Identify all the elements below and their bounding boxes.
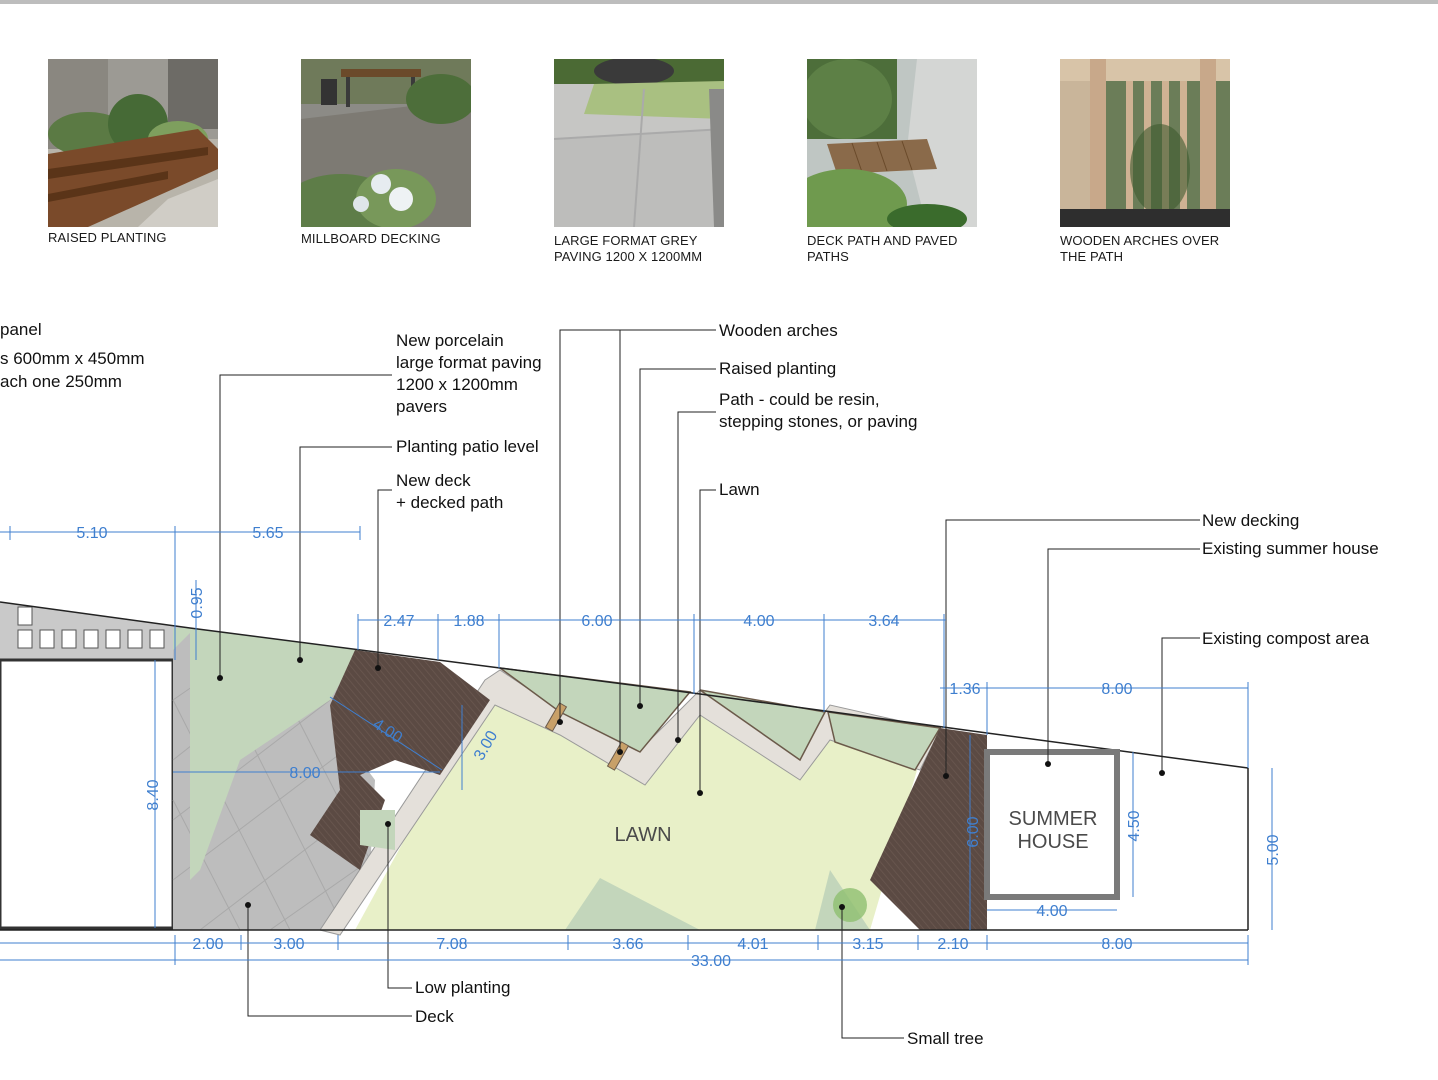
dim-sh-400: 4.00 bbox=[1036, 903, 1067, 920]
wall-blocks bbox=[17, 606, 165, 649]
raised-planting-bed-2 bbox=[699, 689, 827, 762]
summer-house-label-1: SUMMER bbox=[1009, 808, 1098, 830]
deck-path-photo bbox=[807, 59, 977, 227]
label-panel-3: ach one 250mm bbox=[0, 372, 122, 391]
dim-mid-5: 3.64 bbox=[868, 613, 899, 630]
label-path-1: Path - could be resin, bbox=[719, 390, 880, 409]
photo-caption-raised-planting: RAISED PLANTING bbox=[48, 230, 167, 245]
boundary-line bbox=[0, 601, 1249, 769]
label-compost: Existing compost area bbox=[1202, 629, 1370, 648]
grey-paving-photo bbox=[554, 59, 724, 227]
millboard-decking-photo bbox=[301, 59, 471, 227]
dim-top-2: 5.65 bbox=[252, 525, 283, 542]
dim-mid-1: 2.47 bbox=[383, 613, 414, 630]
dim-mid-4: 4.00 bbox=[743, 613, 774, 630]
label-raised-planting: Raised planting bbox=[719, 359, 836, 378]
dim-mid-2: 1.88 bbox=[453, 613, 484, 630]
house-outline bbox=[0, 658, 175, 930]
callout-leaders bbox=[219, 329, 1200, 1039]
wooden-arch-2 bbox=[606, 741, 630, 771]
label-porcelain-1: New porcelain bbox=[396, 331, 504, 350]
dim-095: 0.95 bbox=[189, 587, 206, 618]
top-border bbox=[0, 0, 1438, 4]
dim-136: 1.36 bbox=[949, 681, 980, 698]
label-new-deck-2: + decked path bbox=[396, 493, 503, 512]
label-porcelain-2: large format paving bbox=[396, 353, 542, 372]
label-porcelain-3: 1200 x 1200mm bbox=[396, 375, 518, 394]
dim-bottom-6: 3.15 bbox=[852, 936, 883, 953]
wooden-arch-1 bbox=[544, 702, 568, 732]
label-path-2: stepping stones, or paving bbox=[719, 412, 917, 431]
dim-bottom-7: 2.10 bbox=[937, 936, 968, 953]
dim-bottom-1: 2.00 bbox=[192, 936, 223, 953]
dim-500: 5.00 bbox=[1265, 834, 1282, 865]
low-planting-patch bbox=[565, 878, 700, 930]
dim-bottom-2: 3.00 bbox=[273, 936, 304, 953]
dim-bottom-5: 4.01 bbox=[737, 936, 768, 953]
dim-bottom-8: 8.00 bbox=[1101, 936, 1132, 953]
label-low-planting: Low planting bbox=[415, 978, 510, 997]
raised-planting-bed-3 bbox=[827, 711, 942, 771]
dim-patio-800: 8.00 bbox=[289, 765, 320, 782]
dim-sh-450: 4.50 bbox=[1126, 810, 1143, 841]
wooden-arches-photo bbox=[1060, 59, 1230, 227]
dim-800-top: 8.00 bbox=[1101, 681, 1132, 698]
raised-planting-photo bbox=[48, 59, 218, 227]
label-new-decking: New decking bbox=[1202, 511, 1299, 530]
photo-caption-millboard-decking: MILLBOARD DECKING bbox=[301, 231, 441, 246]
label-summer-house-callout: Existing summer house bbox=[1202, 539, 1379, 558]
label-small-tree: Small tree bbox=[907, 1029, 984, 1048]
lawn-area-label: LAWN bbox=[614, 824, 671, 846]
label-wooden-arches: Wooden arches bbox=[719, 321, 838, 340]
planting-patio-level bbox=[190, 628, 360, 880]
dimension-lines bbox=[0, 526, 1273, 965]
dim-mid-3: 6.00 bbox=[581, 613, 612, 630]
dim-840: 8.40 bbox=[145, 779, 162, 810]
small-tree bbox=[833, 888, 867, 922]
label-deck: Deck bbox=[415, 1007, 454, 1026]
label-new-deck-1: New deck bbox=[396, 471, 471, 490]
label-panel-2: s 600mm x 450mm bbox=[0, 349, 145, 368]
label-lawn-callout: Lawn bbox=[719, 480, 760, 499]
photo-caption-grey-paving: LARGE FORMAT GREY PAVING 1200 X 1200MM bbox=[554, 233, 703, 264]
callout-panel: panel s 600mm x 450mm ach one 250mm bbox=[0, 320, 145, 391]
dim-bottom-4: 3.66 bbox=[612, 936, 643, 953]
dim-total: 33.00 bbox=[691, 953, 731, 970]
summer-house-label-2: HOUSE bbox=[1017, 831, 1088, 853]
dim-top-1: 5.10 bbox=[76, 525, 107, 542]
photo-caption-deck-path: DECK PATH AND PAVED PATHS bbox=[807, 233, 958, 264]
label-porcelain-4: pavers bbox=[396, 397, 447, 416]
new-deck bbox=[310, 650, 490, 870]
label-panel-1: panel bbox=[0, 320, 42, 339]
callout-porcelain: New porcelain large format paving 1200 x… bbox=[396, 331, 542, 416]
label-planting-patio: Planting patio level bbox=[396, 437, 539, 456]
low-planting-inner bbox=[360, 810, 395, 850]
dim-bottom-3: 7.08 bbox=[436, 936, 467, 953]
summer-house bbox=[984, 749, 1120, 900]
dim-deck-600: 6.00 bbox=[965, 816, 982, 847]
new-decking-right bbox=[870, 728, 987, 930]
dimension-labels: 5.10 5.65 0.95 2.47 1.88 6.00 4.00 3.64 … bbox=[76, 525, 1282, 970]
photo-caption-wooden-arches: WOODEN ARCHES OVER THE PATH bbox=[1060, 233, 1220, 264]
